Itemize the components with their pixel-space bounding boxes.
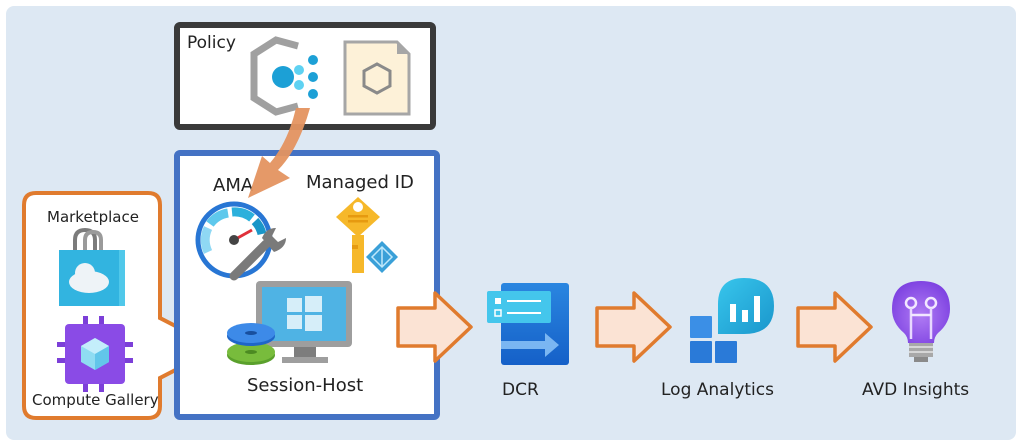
compute-gallery-chip-icon xyxy=(57,316,133,392)
flow-arrow-log-analytics-to-insights[interactable] xyxy=(795,290,875,364)
insights-lightbulb-icon[interactable] xyxy=(888,279,954,365)
azure-monitor-agent-icon xyxy=(195,201,286,281)
session-host-monitor-icon xyxy=(256,281,352,363)
marketplace-label: Marketplace xyxy=(47,208,139,226)
flow-arrow-dcr-to-log-analytics[interactable] xyxy=(594,290,674,364)
policy-label: Policy xyxy=(187,33,236,53)
managed-identity-key-icon xyxy=(336,197,398,273)
log-analytics-label: Log Analytics xyxy=(661,380,774,400)
compute-gallery-label: Compute Gallery xyxy=(32,391,159,409)
policy-definition-icon xyxy=(343,40,411,116)
dcr-label: DCR xyxy=(502,380,539,400)
ama-label: AMA xyxy=(213,175,254,196)
avd-insights-label: AVD Insights xyxy=(862,380,970,400)
session-host-label: Session-Host xyxy=(247,375,364,396)
policy-icon xyxy=(250,36,318,116)
flow-arrow-host-to-dcr[interactable] xyxy=(395,290,475,364)
marketplace-bag-icon xyxy=(59,227,125,306)
host-pool-discs-icon xyxy=(227,323,275,365)
managed-id-label: Managed ID xyxy=(306,172,414,193)
data-collection-rule-icon[interactable] xyxy=(485,281,573,367)
log-analytics-icon[interactable] xyxy=(688,274,780,366)
